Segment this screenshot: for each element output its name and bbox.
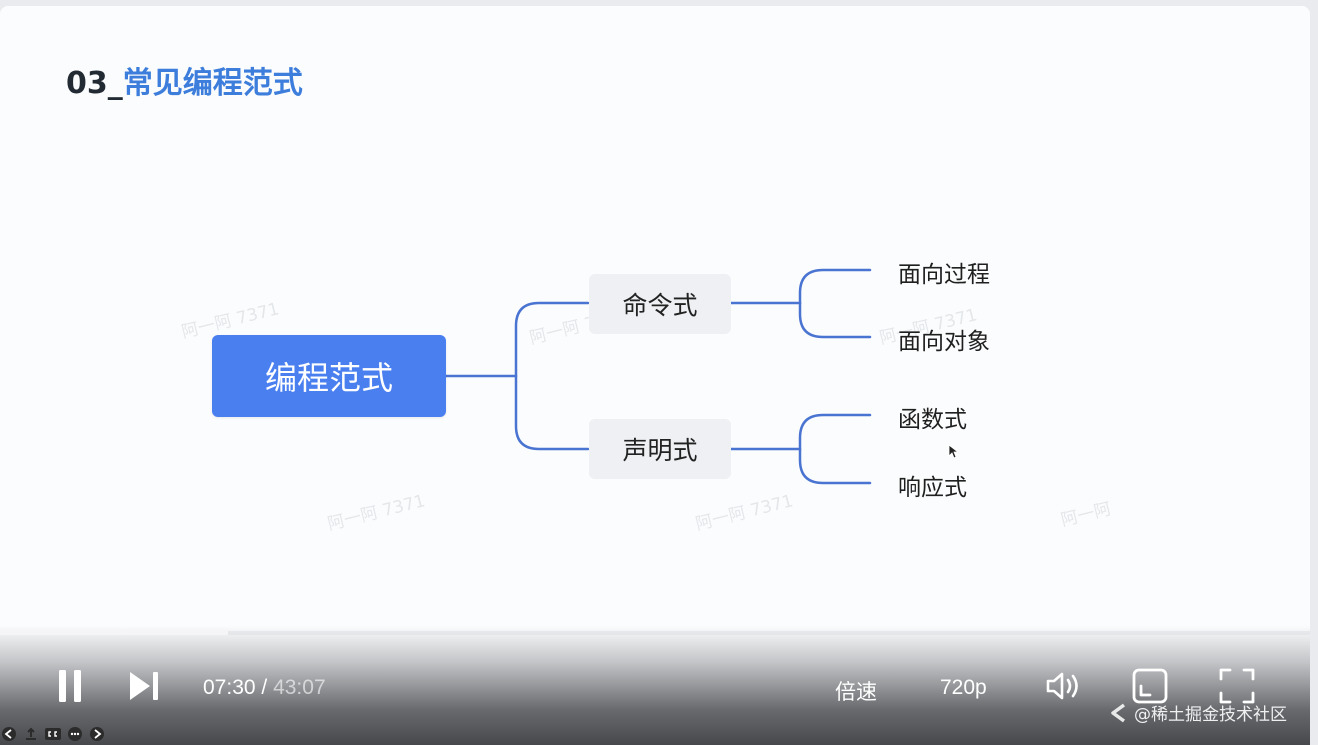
slide-title-number: 03_ bbox=[66, 66, 123, 101]
connector-leaf-2 bbox=[798, 301, 872, 339]
progress-bar[interactable] bbox=[0, 631, 1310, 635]
time-display: 07:30 / 43:07 bbox=[203, 676, 326, 700]
mindmap-leaf: 面向过程 bbox=[898, 262, 990, 288]
back-icon[interactable] bbox=[0, 725, 18, 743]
connector-leaf-1 bbox=[728, 268, 872, 305]
volume-icon bbox=[1046, 672, 1078, 700]
connector-branch-2 bbox=[514, 374, 590, 451]
quality-button[interactable]: 720p bbox=[940, 676, 987, 699]
pause-button[interactable] bbox=[52, 666, 88, 706]
progress-bar-fill bbox=[0, 631, 228, 635]
upload-icon[interactable] bbox=[22, 725, 40, 743]
more-icon[interactable] bbox=[66, 725, 84, 743]
picture-in-picture-button[interactable] bbox=[1130, 666, 1170, 706]
next-button[interactable] bbox=[124, 668, 164, 704]
video-frame[interactable]: 03_常见编程范式 阿一阿 7371 阿一阿 7371 阿一阿 7371 阿一阿… bbox=[0, 6, 1310, 738]
forward-icon[interactable] bbox=[88, 725, 106, 743]
mindmap-leaf: 面向对象 bbox=[898, 329, 990, 355]
pause-icon bbox=[59, 670, 81, 702]
playback-speed-button[interactable]: 倍速 bbox=[835, 680, 877, 704]
connector-leaf-3 bbox=[728, 413, 872, 451]
mouse-cursor-icon bbox=[948, 444, 960, 459]
slide-title: 03_常见编程范式 bbox=[66, 58, 303, 102]
mindmap-connectors bbox=[444, 268, 872, 485]
duration: 43:07 bbox=[273, 676, 326, 699]
connector-leaf-4 bbox=[798, 447, 872, 485]
connector-branch-1 bbox=[514, 301, 590, 378]
fullscreen-button[interactable] bbox=[1216, 666, 1258, 706]
slide-title-text: 常见编程范式 bbox=[122, 66, 303, 101]
mindmap-leaf: 响应式 bbox=[898, 475, 967, 501]
current-time: 07:30 bbox=[203, 676, 256, 699]
volume-button[interactable] bbox=[1042, 668, 1086, 704]
mindmap-branch-declarative: 声明式 bbox=[589, 419, 731, 479]
mindmap-leaf: 函数式 bbox=[898, 407, 967, 433]
mini-toolbar bbox=[0, 724, 106, 744]
fullscreen-icon bbox=[1219, 668, 1255, 704]
mindmap-branch-imperative: 命令式 bbox=[589, 274, 731, 334]
video-control-bar: 07:30 / 43:07 倍速 720p bbox=[0, 626, 1310, 745]
brand-watermark-text: @稀土掘金技术社区 bbox=[1134, 705, 1287, 725]
time-separator: / bbox=[255, 676, 274, 699]
next-icon bbox=[130, 672, 158, 700]
brand-logo-icon bbox=[1111, 703, 1126, 722]
brand-watermark: @稀土掘金技术社区 bbox=[1108, 700, 1287, 725]
picture-in-picture-icon bbox=[1132, 668, 1168, 704]
captions-icon[interactable] bbox=[44, 725, 62, 743]
mindmap-root-node: 编程范式 bbox=[212, 335, 446, 417]
